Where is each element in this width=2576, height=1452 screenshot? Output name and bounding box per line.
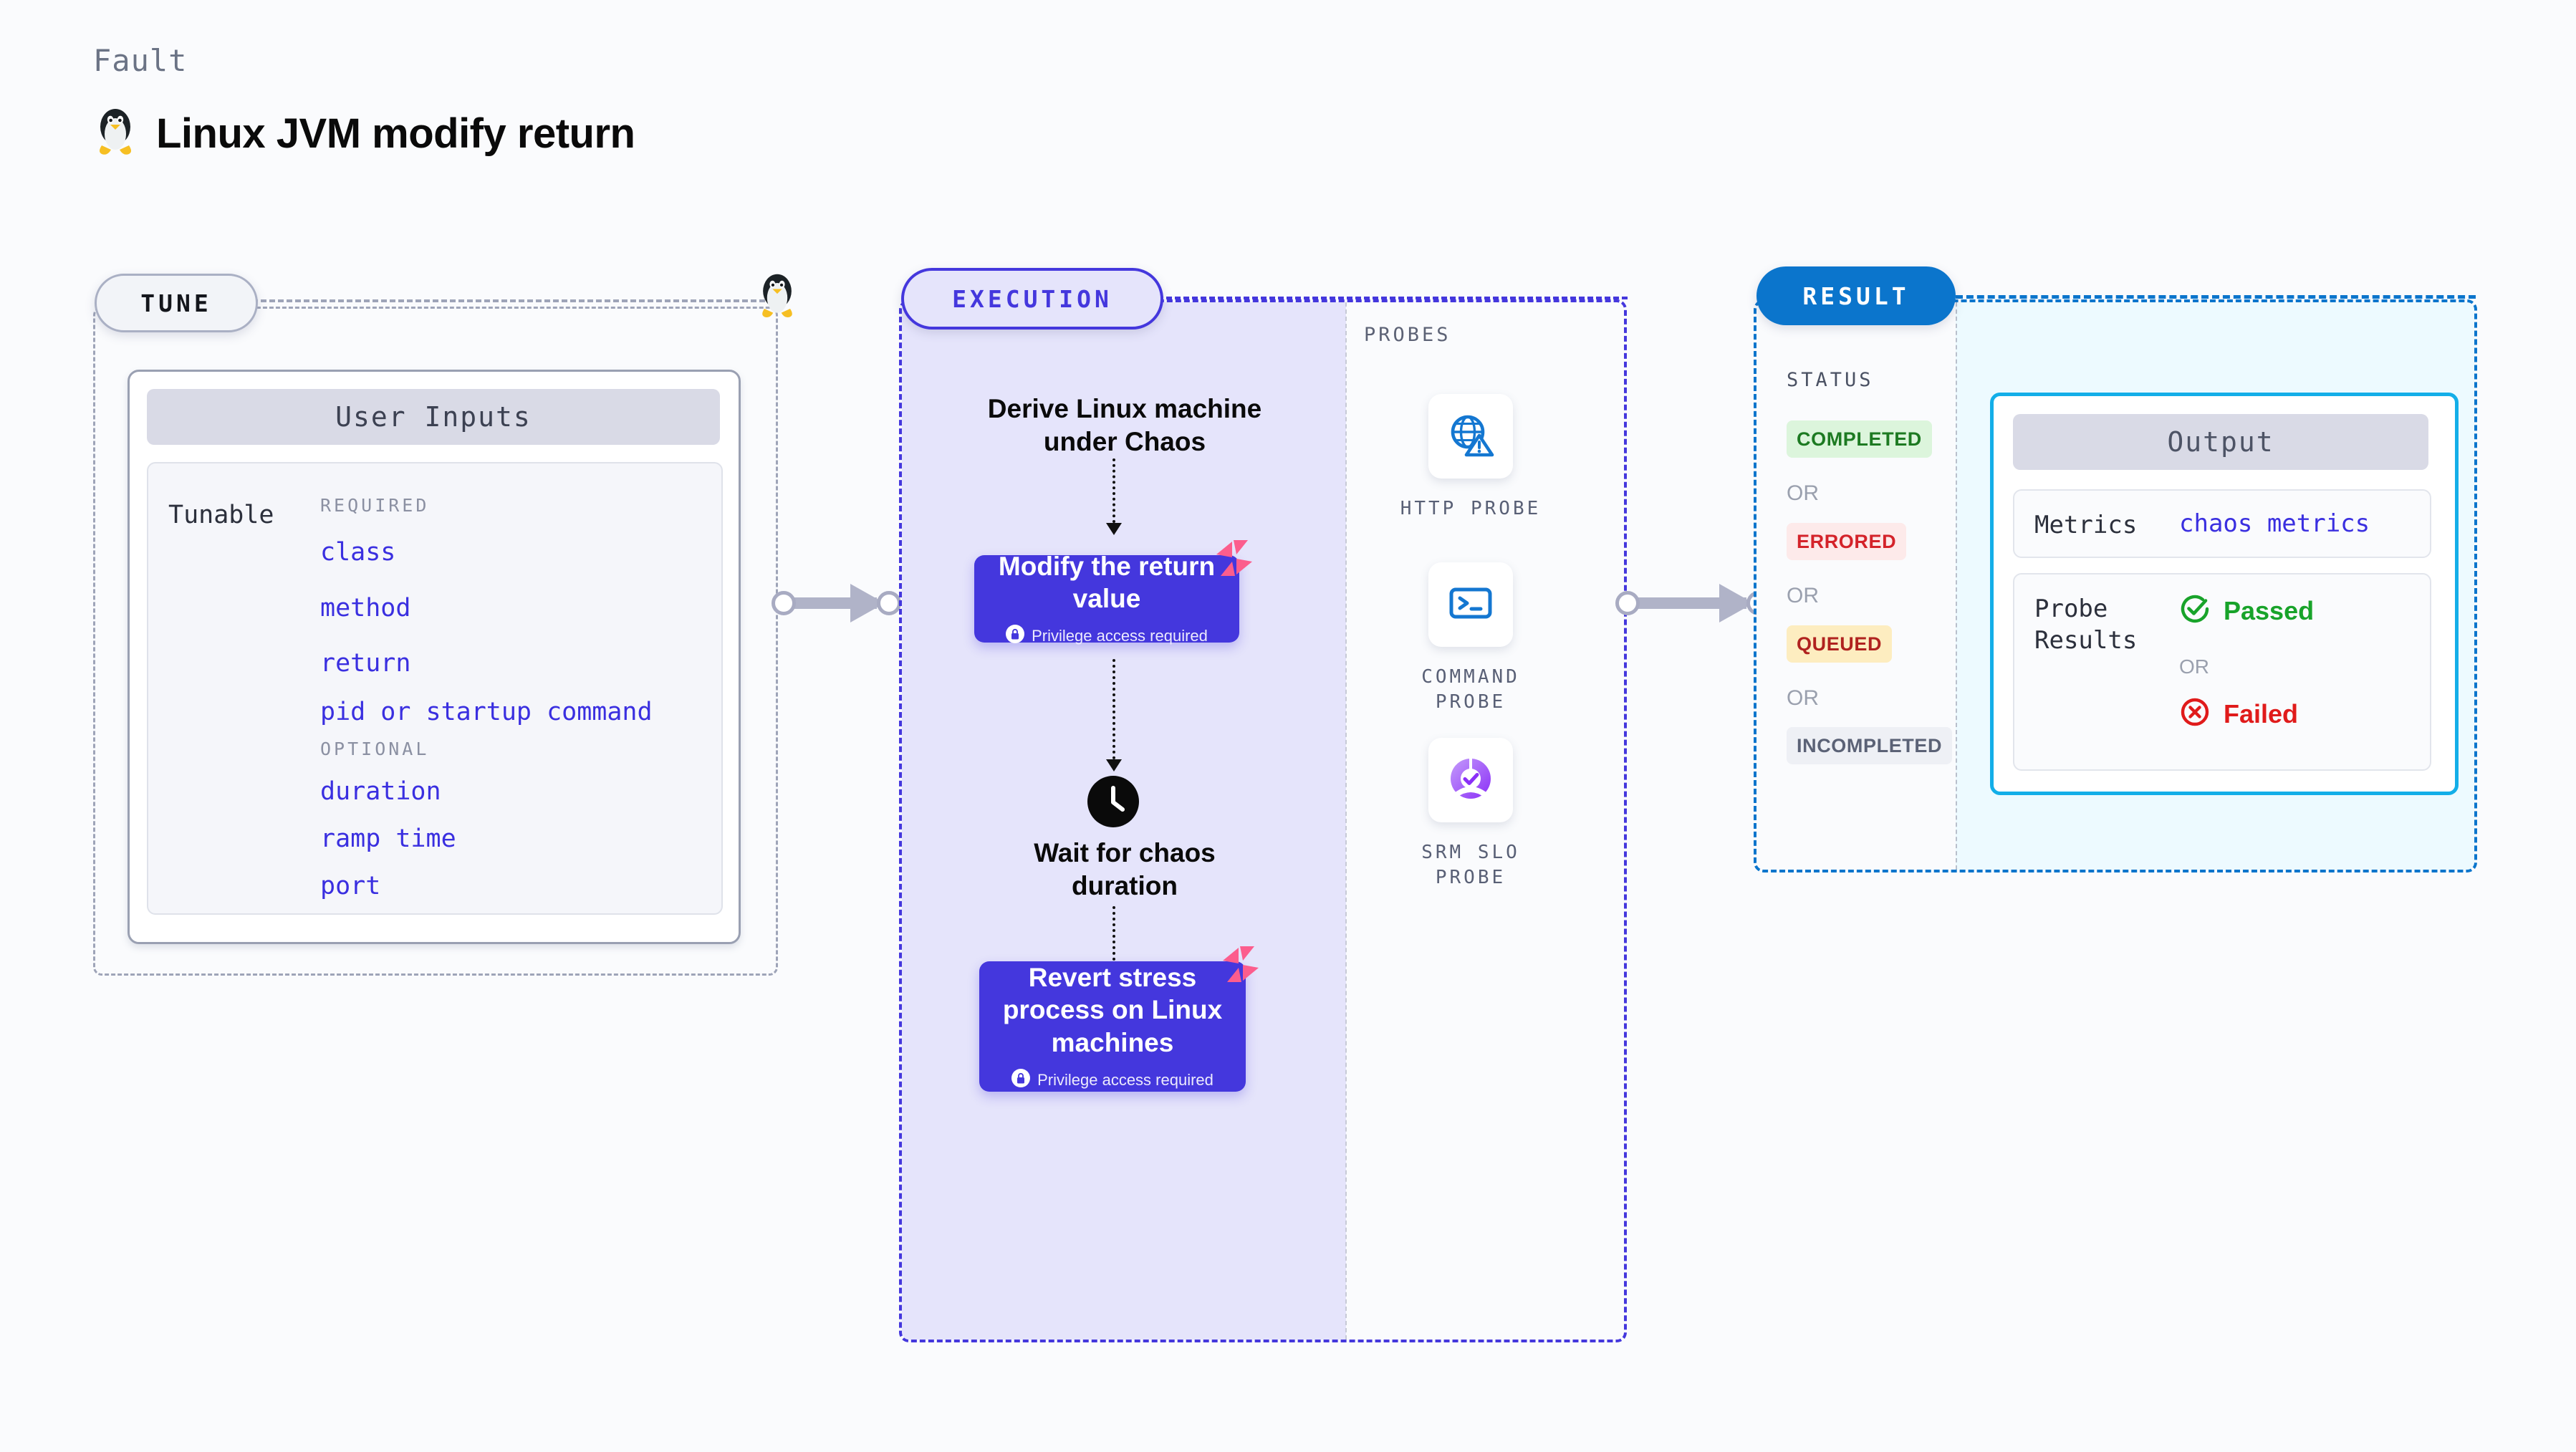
privilege-access-note: Privilege access required bbox=[1011, 1068, 1213, 1092]
page-title-row: Linux JVM modify return bbox=[93, 105, 635, 162]
probe-failed-label: Failed bbox=[2224, 698, 2299, 729]
status-badge-completed: COMPLETED bbox=[1787, 420, 1932, 458]
probe-result-failed: Failed bbox=[2179, 696, 2298, 731]
execution-probes-divider bbox=[1345, 302, 1347, 1340]
status-or-3: OR bbox=[1787, 686, 1819, 710]
status-label: STATUS bbox=[1787, 369, 1874, 391]
tux-penguin-icon bbox=[93, 105, 138, 162]
fault-eyebrow-label: Fault bbox=[93, 43, 188, 78]
optional-group-label: OPTIONAL bbox=[320, 739, 430, 759]
globe-warning-icon bbox=[1446, 410, 1495, 463]
execution-arrow-2-head bbox=[1106, 759, 1122, 771]
probe-tile-http[interactable] bbox=[1428, 394, 1513, 479]
probe-label-http: HTTP PROBE bbox=[1400, 498, 1542, 519]
result-section-box bbox=[1754, 299, 2477, 872]
execution-card-revert-stress[interactable]: Revert stress process on Linux machines … bbox=[979, 946, 1259, 1092]
result-status-panel-fill bbox=[1756, 302, 1956, 870]
probe-tile-command[interactable] bbox=[1428, 562, 1513, 647]
status-badge-queued: QUEUED bbox=[1787, 625, 1893, 663]
tunable-item-ramp-time[interactable]: ramp time bbox=[320, 824, 456, 853]
probes-section-label: PROBES bbox=[1364, 324, 1451, 346]
execution-arrow-1 bbox=[1112, 458, 1115, 529]
tunable-item-pid-or-startup-command[interactable]: pid or startup command bbox=[320, 698, 653, 726]
user-inputs-card-title: User Inputs bbox=[147, 389, 720, 445]
status-badge-incompleted: INCOMPLETED bbox=[1787, 727, 1953, 764]
probe-label-srm-slo: SRM SLO PROBE bbox=[1421, 842, 1520, 889]
execution-card-title: Revert stress process on Linux machines bbox=[1002, 963, 1223, 1057]
execution-step-derive: Derive Linux machine under Chaos bbox=[987, 394, 1262, 456]
clock-icon bbox=[1087, 776, 1139, 831]
slo-donut-check-icon bbox=[1445, 753, 1496, 808]
lock-icon bbox=[1006, 625, 1025, 648]
tune-section-box bbox=[93, 307, 778, 976]
connector-tune-to-execution bbox=[768, 584, 905, 622]
connector-execution-to-result bbox=[1612, 584, 1777, 622]
execution-arrow-2 bbox=[1112, 659, 1115, 765]
execution-card-title: Modify the return value bbox=[998, 551, 1216, 613]
required-group-label: REQUIRED bbox=[320, 495, 430, 516]
tune-pill[interactable]: TUNE bbox=[95, 274, 258, 332]
privilege-access-label: Privilege access required bbox=[1032, 627, 1208, 645]
status-or-2: OR bbox=[1787, 584, 1819, 607]
tunable-item-method[interactable]: method bbox=[320, 594, 411, 622]
execution-step-wait: Wait for chaos duration bbox=[1034, 838, 1216, 900]
check-circle-icon bbox=[2179, 593, 2211, 628]
metrics-key: Metrics bbox=[2034, 511, 2138, 539]
tux-penguin-icon bbox=[756, 271, 799, 321]
execution-pill[interactable]: EXECUTION bbox=[901, 268, 1163, 330]
metrics-value-link[interactable]: chaos metrics bbox=[2179, 509, 2370, 538]
page-header: Fault Linux JVM modify return bbox=[93, 43, 635, 162]
tunable-subcard: Tunable REQUIRED class method return pid… bbox=[147, 462, 723, 915]
probe-result-or: OR bbox=[2179, 655, 2209, 678]
output-row-probe-results: Probe Results Passed OR Failed bbox=[2013, 573, 2431, 771]
tunable-label: Tunable bbox=[168, 501, 274, 529]
execution-section-box bbox=[899, 299, 1627, 1342]
execution-dashed-connector bbox=[1158, 297, 1628, 299]
execution-arrow-3 bbox=[1112, 906, 1115, 978]
result-pill[interactable]: RESULT bbox=[1756, 266, 1956, 325]
execution-card-modify-return[interactable]: Modify the return value Privilege access… bbox=[974, 540, 1252, 645]
tunable-item-port[interactable]: port bbox=[320, 872, 381, 900]
result-dashed-connector bbox=[1956, 295, 2476, 299]
result-panel-divider bbox=[1956, 302, 1957, 870]
terminal-icon bbox=[1447, 580, 1494, 630]
tunable-item-class[interactable]: class bbox=[320, 538, 396, 567]
output-card-title: Output bbox=[2013, 414, 2428, 470]
user-inputs-card: User Inputs Tunable REQUIRED class metho… bbox=[128, 370, 741, 944]
tunable-item-return[interactable]: return bbox=[320, 649, 411, 678]
status-or-1: OR bbox=[1787, 481, 1819, 505]
tune-dashed-connector bbox=[252, 299, 782, 302]
harness-logo-icon bbox=[1219, 942, 1263, 986]
probe-label-command: COMMAND PROBE bbox=[1421, 666, 1520, 713]
privilege-access-label: Privilege access required bbox=[1037, 1070, 1213, 1089]
probe-results-key: Probe Results bbox=[2034, 595, 2138, 655]
tunable-item-duration[interactable]: duration bbox=[320, 777, 441, 806]
page-title: Linux JVM modify return bbox=[156, 110, 635, 157]
status-badge-errored: ERRORED bbox=[1787, 523, 1907, 560]
lock-icon bbox=[1011, 1068, 1031, 1092]
probe-result-passed: Passed bbox=[2179, 593, 2314, 628]
output-row-metrics: Metrics chaos metrics bbox=[2013, 489, 2431, 558]
close-circle-icon bbox=[2179, 696, 2211, 731]
privilege-access-note: Privilege access required bbox=[1006, 625, 1208, 648]
probe-tile-srm-slo[interactable] bbox=[1428, 738, 1513, 822]
execution-arrow-1-head bbox=[1106, 523, 1122, 535]
harness-logo-icon bbox=[1212, 536, 1256, 580]
probe-passed-label: Passed bbox=[2224, 595, 2315, 625]
